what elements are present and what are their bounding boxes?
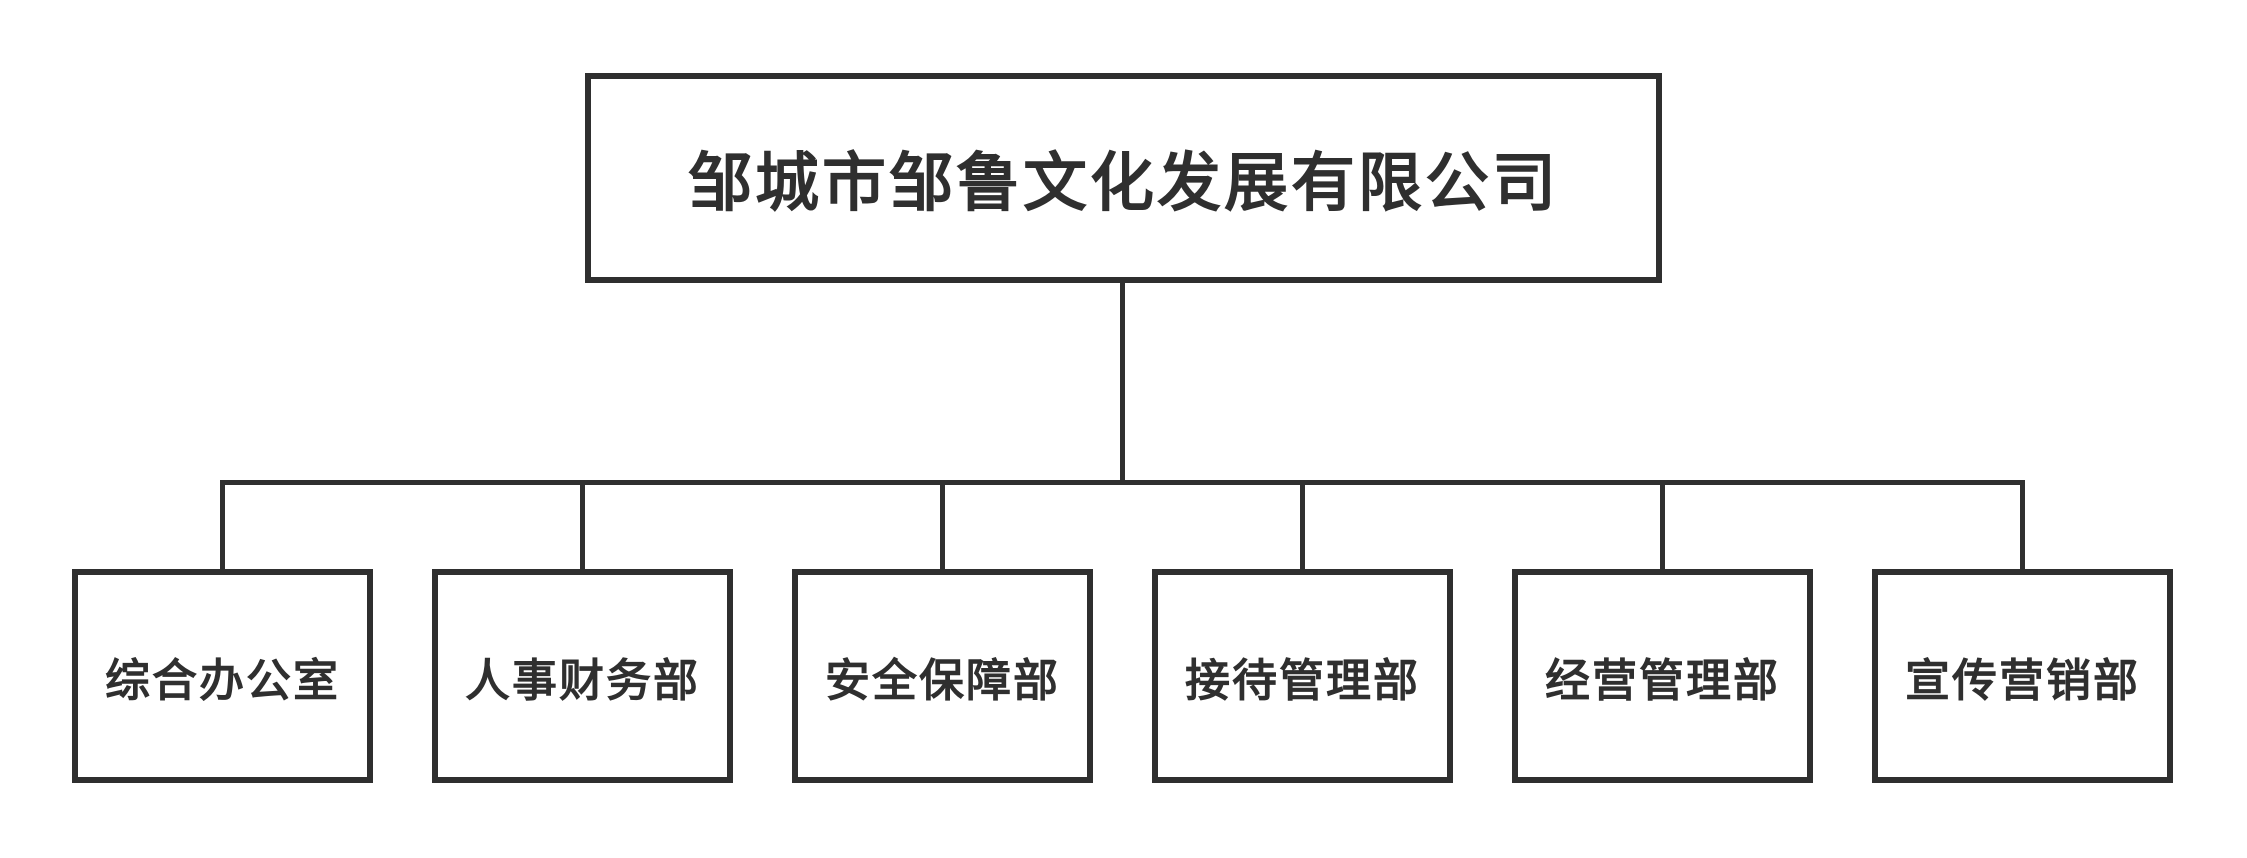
dept-label: 宣传营销部: [1904, 654, 2140, 706]
connector-drop-line-general-office: [220, 483, 225, 573]
company-name-label: 邹城市邹鲁文化发展有限公司: [688, 147, 1559, 219]
connector-drop-line-marketing: [2020, 483, 2025, 573]
connector-drop-line-business-management: [1660, 483, 1665, 573]
connector-drop-line-reception-management: [1300, 483, 1305, 573]
dept-label: 综合办公室: [104, 654, 340, 706]
dept-box-marketing: 宣传营销部: [1872, 569, 2173, 783]
dept-box-safety-security: 安全保障部: [792, 569, 1093, 783]
connector-drop-line-hr-finance: [580, 483, 585, 573]
company-root-box: 邹城市邹鲁文化发展有限公司: [585, 73, 1662, 283]
connector-drop-line-safety-security: [940, 483, 945, 573]
dept-box-general-office: 综合办公室: [72, 569, 373, 783]
dept-label: 安全保障部: [824, 654, 1060, 706]
connector-trunk-line: [1120, 281, 1125, 485]
dept-label: 人事财务部: [464, 654, 700, 706]
dept-box-hr-finance: 人事财务部: [432, 569, 733, 783]
dept-label: 接待管理部: [1184, 654, 1420, 706]
dept-label: 经营管理部: [1544, 654, 1780, 706]
connector-crossbar-line: [220, 480, 2025, 485]
dept-box-business-management: 经营管理部: [1512, 569, 1813, 783]
dept-box-reception-management: 接待管理部: [1152, 569, 1453, 783]
